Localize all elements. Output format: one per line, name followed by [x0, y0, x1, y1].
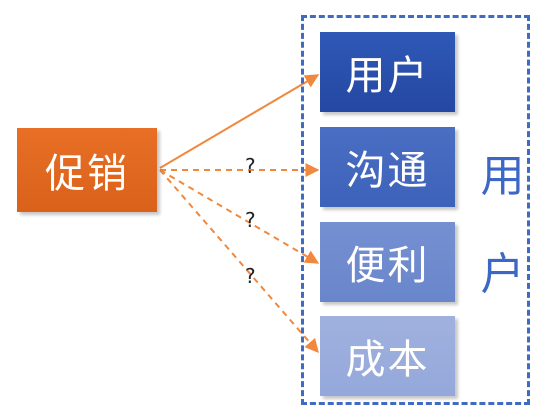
arrow-to-convenience — [159, 169, 320, 264]
communication-label: 沟通 — [345, 148, 430, 194]
convenience-label: 便利 — [345, 243, 430, 289]
promotion-label: 促销 — [45, 151, 129, 197]
arrow-to-users — [159, 74, 320, 169]
users-label: 用户 — [345, 53, 430, 99]
promotion-box: 促销 — [17, 128, 157, 212]
user-group-frame — [301, 15, 530, 405]
cost-box: 成本 — [320, 316, 455, 396]
convenience-box: 便利 — [320, 222, 455, 302]
group-label-char-2: 户 — [480, 249, 525, 300]
question-mark-convenience: ? — [245, 208, 256, 232]
users-box: 用户 — [320, 32, 455, 112]
group-label-char-1: 用 — [480, 151, 525, 202]
question-mark-cost: ? — [245, 264, 256, 288]
communication-box: 沟通 — [320, 127, 455, 207]
arrow-to-cost — [159, 169, 319, 354]
cost-label: 成本 — [345, 337, 430, 383]
question-mark-communication: ? — [245, 154, 256, 178]
